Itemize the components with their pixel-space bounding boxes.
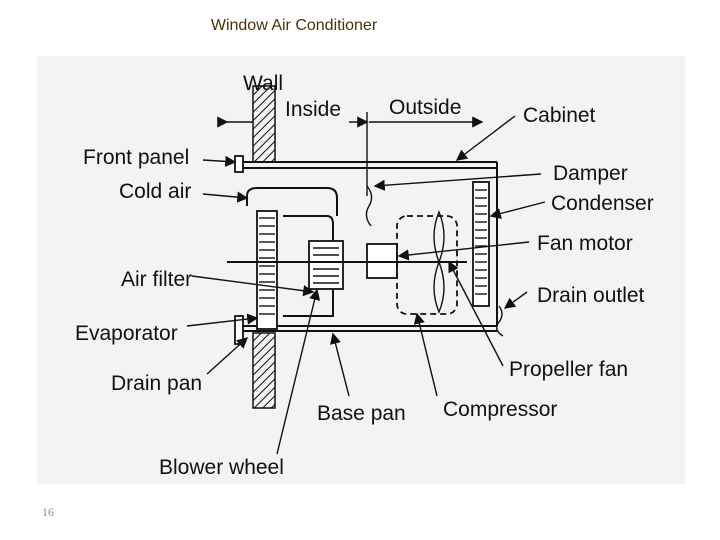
label-base-pan: Base pan (317, 402, 406, 425)
label-evaporator: Evaporator (75, 322, 178, 345)
label-air-filter: Air filter (121, 268, 192, 291)
drain-outlet (496, 305, 504, 337)
leader-arrows (186, 115, 546, 455)
cabinet (237, 161, 498, 332)
label-condenser: Condenser (551, 192, 654, 215)
blower-wheel (308, 240, 344, 290)
compressor (396, 215, 458, 315)
condenser (472, 181, 490, 307)
label-wall: Wall (243, 72, 283, 95)
page-number: 16 (42, 505, 54, 519)
label-outside: Outside (389, 96, 461, 119)
label-drain-outlet: Drain outlet (537, 284, 645, 307)
label-blower-wheel: Blower wheel (159, 456, 284, 479)
label-fan-motor: Fan motor (537, 232, 633, 255)
label-inside: Inside (285, 98, 341, 121)
wall (252, 85, 276, 409)
label-cold-air: Cold air (119, 180, 191, 203)
diagram-scan: Wall Inside Outside Cabinet Front panel … (37, 56, 685, 484)
label-compressor: Compressor (443, 398, 557, 421)
label-drain-pan: Drain pan (111, 372, 202, 395)
label-front-panel: Front panel (83, 146, 189, 169)
label-cabinet: Cabinet (523, 104, 596, 127)
label-damper: Damper (553, 162, 628, 185)
propeller-fan (433, 210, 445, 314)
slide-title: Window Air Conditioner (210, 17, 378, 34)
air-conditioner-diagram: Wall Inside Outside Cabinet Front panel … (75, 72, 654, 479)
front-panel (234, 155, 244, 345)
label-propeller-fan: Propeller fan (509, 358, 628, 381)
damper (365, 185, 373, 227)
inside-outside-arrows (217, 112, 484, 196)
evaporator (256, 210, 278, 330)
